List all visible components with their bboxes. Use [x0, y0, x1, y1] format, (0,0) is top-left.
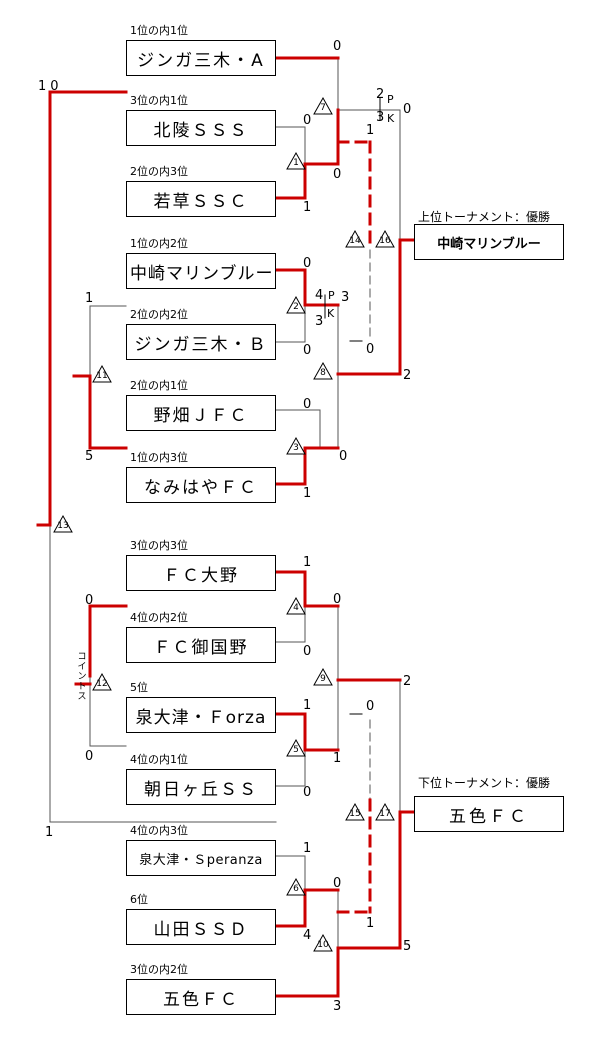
seed-label: 3位の内2位	[130, 963, 188, 976]
score: 1	[366, 916, 375, 931]
score: 1	[303, 200, 312, 215]
seed-label: 3位の内1位	[130, 94, 188, 107]
team-box: ジンガ三木・Ｂ	[126, 324, 276, 360]
pk-label: P	[328, 289, 335, 302]
team-box: 泉大津・Ｆorza	[126, 697, 276, 733]
upper-tournament-label: 上位トーナメント：優勝	[418, 210, 551, 224]
pk-label: K	[387, 112, 395, 125]
match-number-triangle: 2	[286, 296, 306, 314]
pk-label: P	[387, 93, 394, 106]
score: 2	[403, 368, 412, 383]
score: 1	[303, 555, 312, 570]
match-number-triangle: 14	[345, 230, 365, 248]
score: 5	[85, 449, 94, 464]
score: 3	[341, 290, 350, 305]
match-number-triangle: 6	[286, 878, 306, 896]
team-box: ＦＣ大野	[126, 555, 276, 591]
score: 0	[333, 876, 342, 891]
score: 0	[303, 256, 312, 271]
match-number-triangle: 4	[286, 597, 306, 615]
seed-label: 4位の内3位	[130, 824, 188, 837]
score: 1	[333, 751, 342, 766]
match-number-triangle: 7	[313, 97, 333, 115]
seed-label: 3位の内3位	[130, 539, 188, 552]
score: 1	[303, 841, 312, 856]
score: 0	[333, 592, 342, 607]
match-number-triangle: 3	[286, 437, 306, 455]
score: 5	[403, 939, 412, 954]
score: 1	[45, 825, 54, 840]
pk-score: 3	[376, 110, 385, 125]
match-number-triangle: 16	[375, 230, 395, 248]
match-number-triangle: 5	[286, 739, 306, 757]
team-box: 泉大津・Ｓperanza	[126, 840, 276, 876]
match-number-triangle: 1	[286, 152, 306, 170]
team-box: ジンガ三木・A	[126, 40, 276, 76]
seed-label: 1位の内3位	[130, 451, 188, 464]
seed-label: 5位	[130, 681, 148, 694]
team-box: 五色ＦＣ	[126, 979, 276, 1015]
pk-score: 2	[376, 87, 385, 102]
score: 10	[38, 79, 63, 94]
score: 1	[366, 123, 375, 138]
score: 2	[403, 674, 412, 689]
score: 0	[366, 342, 375, 357]
score: 0	[403, 102, 412, 117]
score: 1	[303, 698, 312, 713]
score: 0	[85, 593, 94, 608]
seed-label: 1位の内1位	[130, 24, 188, 37]
score: 0	[303, 644, 312, 659]
pk-label: K	[327, 307, 335, 320]
match-number-triangle: 8	[313, 362, 333, 380]
team-box: 朝日ヶ丘ＳＳ	[126, 769, 276, 805]
score: 0	[333, 39, 342, 54]
lower-champion-box: 五色ＦＣ	[414, 796, 564, 832]
lower-tournament-label: 下位トーナメント：優勝	[418, 776, 551, 790]
score: 0	[303, 113, 312, 128]
score: 3	[333, 999, 342, 1014]
seed-label: 4位の内2位	[130, 611, 188, 624]
match-number-triangle: 17	[375, 803, 395, 821]
team-box: 北陵ＳＳＳ	[126, 110, 276, 146]
match-number-triangle: 12	[92, 673, 112, 691]
seed-label: 4位の内1位	[130, 753, 188, 766]
match-number-triangle: 11	[92, 365, 112, 383]
seed-label: 2位の内1位	[130, 379, 188, 392]
seed-label: 2位の内2位	[130, 308, 188, 321]
match-number-triangle: 9	[313, 668, 333, 686]
score: 1	[85, 291, 94, 306]
score: 0	[339, 449, 348, 464]
team-box: 山田ＳＳＤ	[126, 909, 276, 945]
score: 0	[303, 343, 312, 358]
score: 0	[303, 785, 312, 800]
score: 0	[85, 749, 94, 764]
score: 1	[303, 486, 312, 501]
match-number-triangle: 13	[53, 515, 73, 533]
pk-score: 4	[315, 288, 324, 303]
pk-score: 3	[315, 314, 324, 329]
score: 0	[303, 397, 312, 412]
seed-label: 1位の内2位	[130, 237, 188, 250]
score: 0	[366, 699, 375, 714]
score: 4	[303, 928, 312, 943]
seed-label: 2位の内3位	[130, 165, 188, 178]
team-box: ＦＣ御国野	[126, 627, 276, 663]
match-number-triangle: 15	[345, 803, 365, 821]
upper-champion-box: 中崎マリンブルー	[414, 224, 564, 260]
team-box: 野畑ＪＦＣ	[126, 395, 276, 431]
seed-label: 6位	[130, 893, 148, 906]
team-box: 中崎マリンブルー	[126, 253, 276, 289]
score: 0	[333, 167, 342, 182]
coin-toss-label: コイントス	[77, 652, 87, 702]
match-number-triangle: 10	[313, 934, 333, 952]
team-box: 若草ＳＳＣ	[126, 181, 276, 217]
team-box: なみはやＦＣ	[126, 467, 276, 503]
